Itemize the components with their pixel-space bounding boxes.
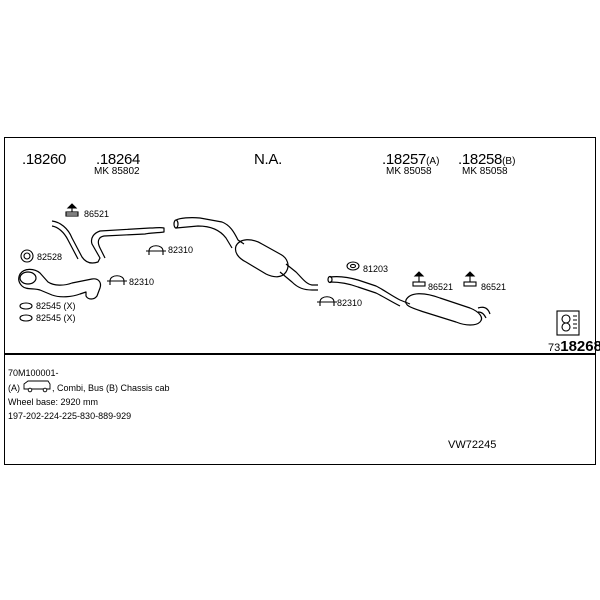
- label-82545-2: 82545 (X): [36, 313, 76, 323]
- diagram-frame: [4, 137, 596, 465]
- code-18260: .18260: [22, 151, 67, 168]
- gasket-icon-2: [19, 314, 33, 322]
- divider-line: [4, 353, 596, 355]
- label-82528: 82528: [37, 252, 63, 262]
- clamp-icon-mid-1: [146, 245, 166, 255]
- code-18257-suffix: (A): [426, 156, 440, 167]
- front-downpipe: [18, 268, 102, 300]
- flange-front: [19, 271, 37, 285]
- middle-pipe-2: [175, 225, 233, 249]
- middle-silencer: [234, 239, 289, 278]
- label-81203: 81203: [363, 264, 389, 274]
- kit-number-main: 18268: [560, 338, 600, 355]
- label-86521-rear-1: 86521: [428, 282, 454, 292]
- tail-pipe: [477, 306, 491, 319]
- mk-85802: MK 85802: [94, 166, 140, 177]
- code-18258-suffix: (B): [502, 156, 516, 167]
- code-18257: .18257(A): [382, 152, 439, 168]
- front-pipe: [51, 220, 165, 264]
- clamp-icon-mid-2: [107, 275, 127, 285]
- hanger-icon-front: [65, 203, 79, 217]
- middle-pipe-end: [173, 219, 179, 229]
- wheel-base: Wheel base: 2920 mm: [8, 397, 99, 407]
- label-86521-front: 86521: [84, 209, 110, 219]
- clamp-icon-rear: [317, 296, 337, 306]
- hanger-icon-rear-2: [463, 271, 477, 287]
- rubber-mount-icon: [346, 261, 360, 271]
- label-82310-mid-2: 82310: [129, 277, 155, 287]
- reference-number: VW72245: [448, 439, 497, 451]
- label-82310-rear: 82310: [337, 298, 363, 308]
- codes-line: 197-202-224-225-830-889-929: [8, 411, 132, 421]
- code-18257-main: .18257: [382, 151, 427, 168]
- code-na: N.A.: [254, 151, 282, 168]
- gasket-icon-1: [19, 302, 33, 310]
- rear-silencer: [405, 293, 483, 326]
- kit-number: 7318268: [548, 339, 600, 355]
- label-86521-rear-2: 86521: [481, 282, 507, 292]
- model-code: 70M100001-: [8, 368, 59, 378]
- mk-85058-a: MK 85058: [386, 166, 432, 177]
- front-pipe-inner: [51, 225, 79, 260]
- hanger-icon-rear-1: [412, 271, 426, 287]
- kit-number-prefix: 73: [548, 342, 561, 354]
- van-icon: [23, 380, 51, 393]
- mk-85058-b: MK 85058: [462, 166, 508, 177]
- code-18264: .18264: [96, 151, 141, 168]
- body-types: , Combi, Bus (B) Chassis cab: [52, 383, 170, 393]
- label-82310-mid-1: 82310: [168, 245, 194, 255]
- rear-pipe-2: [329, 281, 401, 307]
- label-82545-1: 82545 (X): [36, 301, 76, 311]
- ring-icon-front: [20, 249, 34, 263]
- rear-pipe: [329, 276, 411, 305]
- middle-pipe: [175, 217, 245, 245]
- code-18258: .18258(B): [458, 152, 515, 168]
- rear-pipe-end: [327, 275, 333, 284]
- code-18258-main: .18258: [458, 151, 503, 168]
- middle-outlet: [279, 263, 318, 291]
- body-a-prefix: (A): [8, 383, 20, 393]
- kit-icon: [556, 310, 580, 336]
